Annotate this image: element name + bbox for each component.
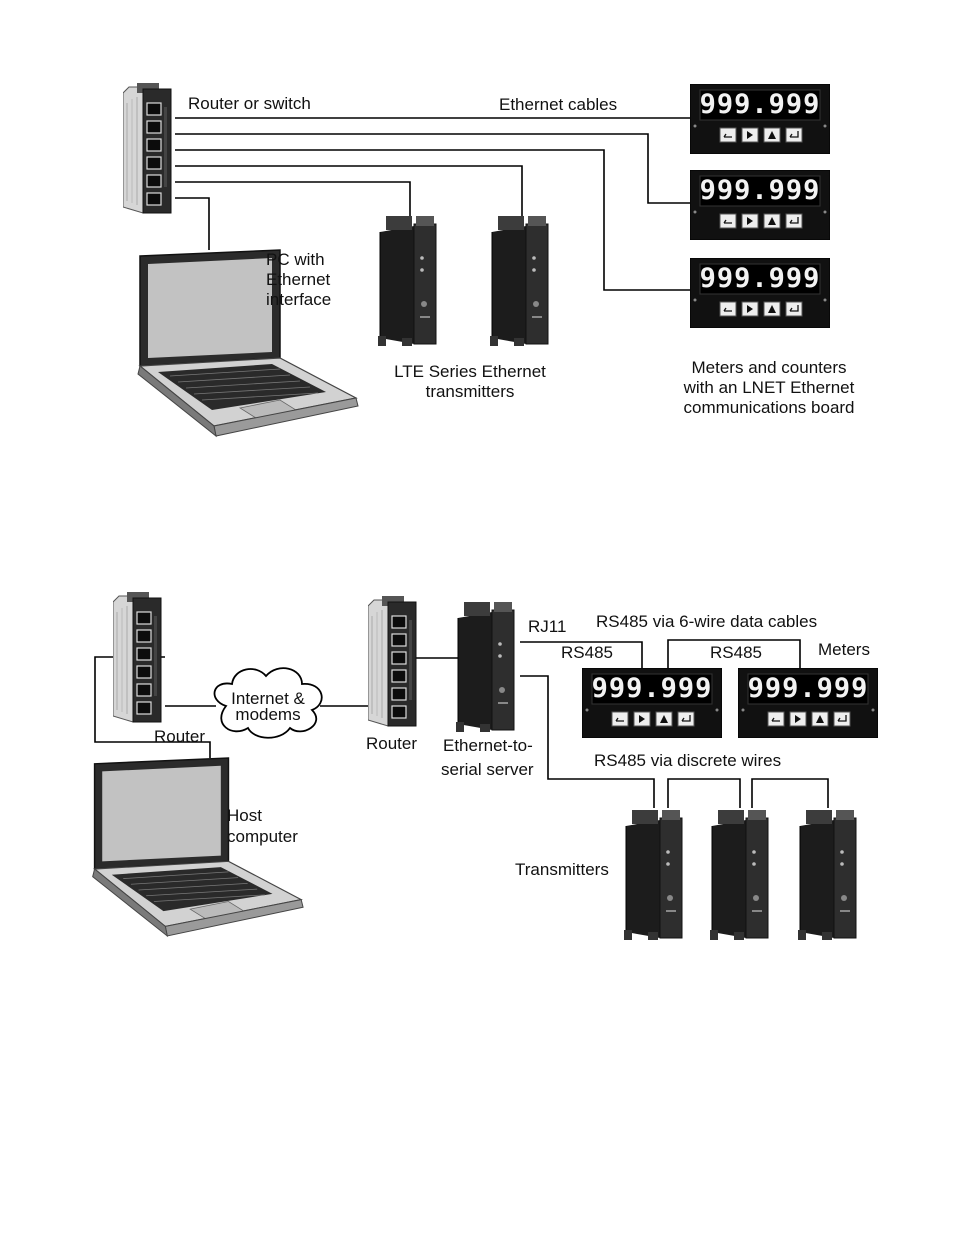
server-label-line-1: Ethernet-to- [443,736,533,755]
data-cables-label: RS485 via 6-wire data cables [596,612,817,631]
meter-1-display: 999.999 [700,89,821,120]
router-switch-label: Router or switch [188,94,311,113]
meter-3-display: 999.999 [700,263,821,294]
cloud-label-line-2: modems [235,705,300,724]
host-label-line-2: computer [227,827,298,846]
transmitters-label-line-1: LTE Series Ethernet [394,362,546,381]
pc-label-line-3: interface [266,290,331,309]
internet-cloud: Internet & modems [213,667,323,739]
meters-label-line-3: communications board [683,398,854,417]
cable-transmitter-2 [175,165,523,220]
meter-rs485-1: 999.999 [582,668,722,738]
cable-pc [175,197,210,250]
cable-server-transmitters [520,675,655,808]
server-label-line-2: serial server [441,760,534,779]
host-laptop [91,757,304,937]
transmitter-a [623,809,683,941]
pc-label-line-2: Ethernet [266,270,331,289]
cable-transmitter-a-b [667,778,741,808]
discrete-wires-label: RS485 via discrete wires [594,751,781,770]
ethernet-cables-label: Ethernet cables [499,95,617,114]
router-right [368,596,417,727]
cable-meter-2 [175,133,690,204]
meters-label-line-1: Meters and counters [692,358,847,377]
router-right-label: Router [366,734,417,753]
cable-transmitter-1 [175,181,411,220]
cable-server-meter-1 [520,641,643,668]
host-label-line-1: Host [227,806,262,825]
rs485-label-2: RS485 [710,643,762,662]
meter-2: 999.999 [690,170,830,240]
meters-label: Meters [818,640,870,659]
transmitter-2 [489,215,549,347]
transmitter-b [709,809,769,941]
router-switch [123,83,172,214]
meter-1: 999.999 [690,84,830,154]
meter-rs485-2: 999.999 [738,668,878,738]
serial-server [455,601,515,733]
rs485-label-1: RS485 [561,643,613,662]
cloud-label-line-1: Internet & [231,689,305,708]
transmitter-1 [377,215,437,347]
router-left-label: Router [154,727,205,746]
transmitter-c [797,809,857,941]
meter-rs485-2-display: 999.999 [748,673,869,704]
transmitters-label: Transmitters [515,860,609,879]
meter-3: 999.999 [690,258,830,328]
cable-meter-3 [175,149,690,291]
transmitters-label-line-2: transmitters [426,382,515,401]
pc-label-line-1: PC with [266,250,325,269]
rj11-label: RJ11 [528,617,566,636]
meter-2-display: 999.999 [700,175,821,206]
meter-rs485-1-display: 999.999 [592,673,713,704]
cable-meter-1-meter-2 [667,639,801,668]
cable-transmitter-b-c [751,778,829,808]
meters-label-line-2: with an LNET Ethernet [683,378,855,397]
router-left [113,592,162,723]
